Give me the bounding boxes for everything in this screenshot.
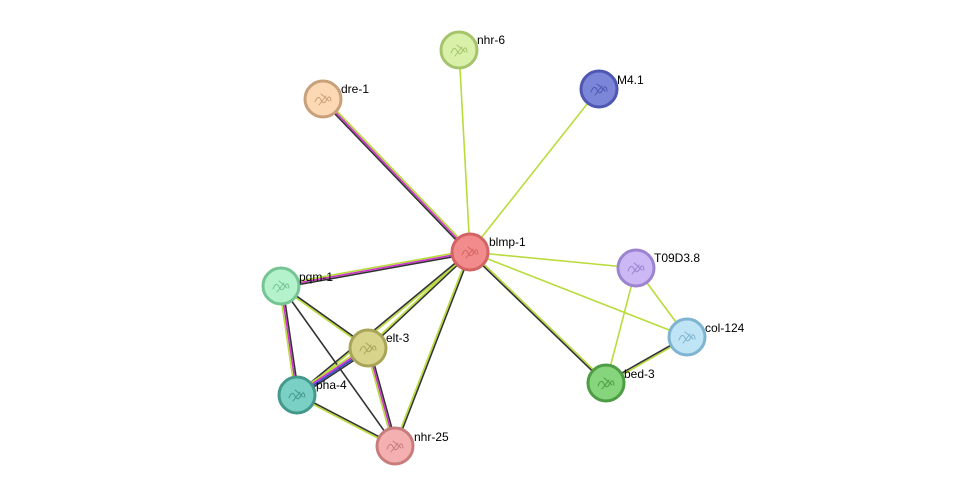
node-label: T09D3.8 <box>654 251 700 265</box>
protein-structure-icon <box>597 377 615 390</box>
node-label: M4.1 <box>617 73 644 87</box>
edge-blmp-1-pqm-1[interactable] <box>280 249 471 289</box>
node-label: col-124 <box>705 321 745 335</box>
protein-structure-icon <box>288 389 306 402</box>
node-nhr-6[interactable]: nhr-6 <box>439 30 505 70</box>
edge-evidence-line <box>280 251 471 287</box>
edge-blmp-1-m4-1[interactable] <box>469 88 600 253</box>
node-circle[interactable] <box>277 375 317 415</box>
node-label: nhr-25 <box>414 430 449 444</box>
node-circle[interactable] <box>375 426 415 466</box>
node-col-124[interactable]: col-124 <box>667 317 745 357</box>
node-circle[interactable] <box>450 232 490 272</box>
edge-blmp-1-col-124[interactable] <box>469 251 688 338</box>
edge-evidence-line <box>395 252 472 447</box>
protein-structure-icon <box>450 44 468 57</box>
edge-evidence-line <box>321 99 470 254</box>
edge-evidence-line <box>322 98 471 253</box>
node-m4-1[interactable]: M4.1 <box>579 69 644 109</box>
node-elt-3[interactable]: elt-3 <box>348 328 410 368</box>
node-label: bed-3 <box>624 367 655 381</box>
protein-structure-icon <box>678 331 696 344</box>
node-label: blmp-1 <box>489 235 526 249</box>
edge-evidence-line <box>393 251 470 446</box>
node-circle[interactable] <box>348 328 388 368</box>
edge-evidence-line <box>368 252 472 350</box>
node-bed-3[interactable]: bed-3 <box>586 363 655 403</box>
edge-t09d3-8-bed-3[interactable] <box>605 267 637 384</box>
edge-evidence-line <box>323 97 472 252</box>
edge-blmp-1-bed-3[interactable] <box>468 250 608 385</box>
node-circle[interactable] <box>261 266 301 306</box>
protein-structure-icon <box>272 280 290 293</box>
protein-structure-icon <box>461 246 479 259</box>
edge-blmp-1-dre-1[interactable] <box>321 97 472 254</box>
node-circle[interactable] <box>616 248 656 288</box>
edge-evidence-line <box>295 250 470 395</box>
node-nhr-25[interactable]: nhr-25 <box>375 426 449 466</box>
edge-evidence-line <box>281 252 471 289</box>
node-dre-1[interactable]: dre-1 <box>303 79 369 119</box>
edge-evidence-line <box>469 88 600 253</box>
node-circle[interactable] <box>303 79 343 119</box>
node-label: pha-4 <box>316 378 347 392</box>
node-circle[interactable] <box>667 317 707 357</box>
edge-evidence-line <box>469 251 637 269</box>
protein-structure-icon <box>627 262 645 275</box>
edge-evidence-line <box>468 252 606 385</box>
node-circle[interactable] <box>579 69 619 109</box>
protein-structure-icon <box>359 342 377 355</box>
node-t09d3-8[interactable]: T09D3.8 <box>616 248 700 288</box>
edge-evidence-line <box>469 251 688 338</box>
edge-evidence-line <box>458 49 471 253</box>
edge-blmp-1-t09d3-8[interactable] <box>469 251 637 269</box>
protein-structure-icon <box>386 440 404 453</box>
node-circle[interactable] <box>439 30 479 70</box>
edge-evidence-line <box>605 267 637 384</box>
node-label: nhr-6 <box>477 33 505 47</box>
node-pha-4[interactable]: pha-4 <box>277 375 347 415</box>
node-circle[interactable] <box>586 363 626 403</box>
node-blmp-1[interactable]: blmp-1 <box>450 232 526 272</box>
node-label: pqm-1 <box>299 270 333 284</box>
protein-structure-icon <box>314 93 332 106</box>
edge-blmp-1-nhr-6[interactable] <box>458 49 471 253</box>
node-pqm-1[interactable]: pqm-1 <box>261 266 333 306</box>
edge-evidence-line <box>470 250 608 383</box>
edge-blmp-1-nhr-25[interactable] <box>393 251 472 447</box>
node-label: elt-3 <box>386 331 410 345</box>
protein-structure-icon <box>590 83 608 96</box>
node-label: dre-1 <box>341 82 369 96</box>
edge-evidence-line <box>280 249 470 286</box>
